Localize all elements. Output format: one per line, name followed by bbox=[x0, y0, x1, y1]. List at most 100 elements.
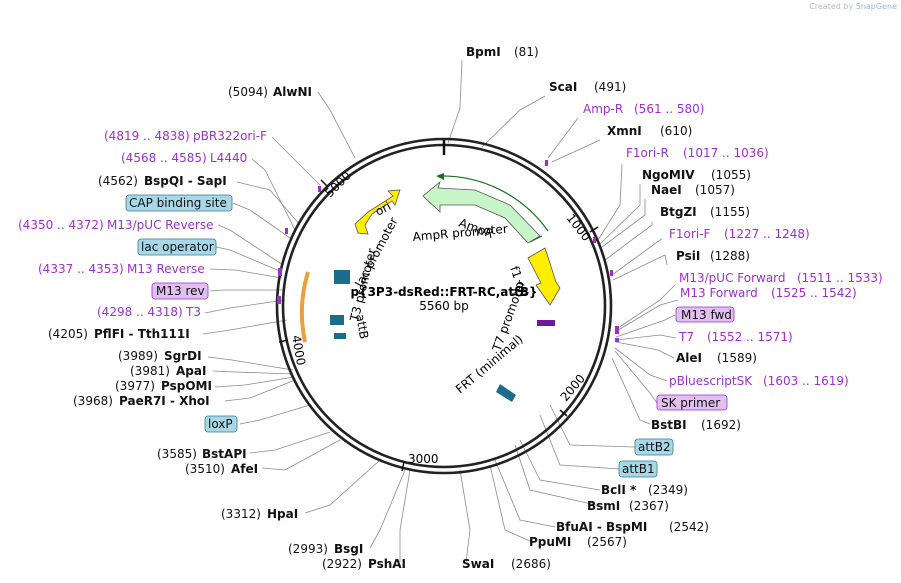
site-pos-bstapi: (3585) bbox=[157, 447, 197, 461]
site-pos-l4440: (4568 .. 4585) bbox=[121, 151, 207, 165]
site-pos-amp-r: (561 .. 580) bbox=[634, 102, 704, 116]
site-name-bpmi: BpmI bbox=[466, 45, 501, 59]
feature-ampr-promoter-line bbox=[529, 235, 543, 243]
site-pos-apai: (3981) bbox=[130, 364, 170, 378]
site-pos-bsgi: (2993) bbox=[288, 542, 328, 556]
plasmid-name: p{3P3-dsRed::FRT-RC,attB} bbox=[350, 285, 537, 299]
site-box-attb1 bbox=[618, 460, 658, 478]
site-pos-bstbi: (1692) bbox=[701, 418, 741, 432]
primer-marker-m13-reverse bbox=[278, 268, 282, 276]
feature-label-ampr-promoter: AmpR promoter bbox=[412, 222, 508, 244]
site-name-psii: PsiI bbox=[676, 249, 700, 263]
site-btgzi: BtgZI (1155) bbox=[660, 205, 750, 219]
site-name-afei: AfeI bbox=[231, 462, 258, 476]
primer-marker-pbr322ori bbox=[318, 186, 321, 192]
site-box-loxp bbox=[204, 415, 238, 433]
feature-t7-box bbox=[537, 320, 555, 326]
site-name-f1ori-f: F1ori-F bbox=[669, 227, 710, 241]
leader-lines bbox=[202, 59, 679, 563]
site-name-bstbi: BstBI bbox=[651, 418, 687, 432]
site-pos-pspomi: (3977) bbox=[115, 379, 155, 393]
site-name-naei: NaeI bbox=[651, 183, 682, 197]
site-ppumi: PpuMI (2567) bbox=[529, 535, 627, 549]
site-sgrdi: (3989) SgrDI bbox=[118, 349, 202, 363]
site-name-pbluescriptsk: pBluescriptSK bbox=[669, 374, 753, 388]
site-pos-t3: (4298 .. 4318) bbox=[97, 305, 183, 319]
site-name-alei: AleI bbox=[676, 351, 702, 365]
credit-prefix: Created by bbox=[809, 2, 854, 11]
site-swai: SwaI (2686) bbox=[462, 557, 551, 571]
site-name-f1ori-r: F1ori-R bbox=[626, 146, 669, 160]
site-pos-bpmi: (81) bbox=[514, 45, 539, 59]
feature-t3-box bbox=[334, 270, 350, 284]
site-l4440: (4568 .. 4585) L4440 bbox=[121, 151, 247, 165]
site-pos-bsmi: (2367) bbox=[629, 499, 669, 513]
site-pos-m13-reverse: (4337 .. 4353) bbox=[38, 262, 124, 276]
site-pbr322ori-f: (4819 .. 4838) pBR322ori-F bbox=[104, 129, 267, 143]
feature-f1ori-arrow bbox=[527, 247, 561, 306]
feature-ampr-outer-arrowhead bbox=[436, 173, 444, 180]
site-m13-rev: M13 rev bbox=[151, 282, 209, 300]
primer-marker-t3 bbox=[277, 296, 281, 304]
site-m13-puc-forward: M13/pUC Forward (1511 .. 1533) bbox=[679, 271, 883, 285]
site-name-hpai: HpaI bbox=[267, 507, 298, 521]
site-ngomiv: NgoMIV (1055) bbox=[642, 168, 751, 182]
site-name-bstapi: BstAPI bbox=[202, 447, 247, 461]
site-pos-naei: (1057) bbox=[695, 183, 735, 197]
tick-mark-3000 bbox=[401, 461, 405, 472]
site-m13-forward: M13 Forward (1525 .. 1542) bbox=[680, 286, 857, 300]
plasmid-size: 5560 bp bbox=[419, 299, 469, 313]
site-name-attb1: attB1 bbox=[622, 462, 655, 476]
site-pspomi: (3977) PspOMI bbox=[115, 379, 212, 393]
backbone-outer bbox=[275, 137, 613, 475]
site-paer7i-xhoi: (3968) PaeR7I - XhoI bbox=[73, 394, 210, 408]
site-name-sgrdi: SgrDI bbox=[164, 349, 202, 363]
site-name-pflfi-tth111i: PflFI - Tth111I bbox=[94, 327, 190, 341]
feature-frt-arrows bbox=[496, 384, 516, 402]
site-name-ngomiv: NgoMIV bbox=[642, 168, 695, 182]
site-naei: NaeI (1057) bbox=[651, 183, 735, 197]
site-pos-alwni: (5094) bbox=[228, 85, 268, 99]
site-pos-pbr322ori-f: (4819 .. 4838) bbox=[104, 129, 190, 143]
site-pos-bspqi-sapi: (4562) bbox=[98, 174, 138, 188]
site-pos-btgzi: (1155) bbox=[710, 205, 750, 219]
site-pos-ppumi: (2567) bbox=[587, 535, 627, 549]
site-name-lac-operator: lac operator bbox=[141, 240, 214, 254]
site-f1ori-r: F1ori-R (1017 .. 1036) bbox=[626, 146, 769, 160]
site-pos-psii: (1288) bbox=[710, 249, 750, 263]
site-t7: T7 (1552 .. 1571) bbox=[678, 330, 793, 344]
site-name-loxp: loxP bbox=[208, 417, 233, 431]
site-pos-f1ori-f: (1227 .. 1248) bbox=[724, 227, 810, 241]
site-name-pshai: PshAI bbox=[368, 557, 406, 571]
primer-marker-t7 bbox=[615, 338, 619, 342]
feature-label-frt-minimal: FRT (minimal) bbox=[453, 332, 526, 396]
feature-ampr-outer-arc bbox=[437, 175, 549, 232]
site-pos-m13-puc-reverse: (4350 .. 4372) bbox=[18, 218, 104, 232]
site-attb1: attB1 bbox=[618, 460, 658, 478]
site-name-sk-primer: SK primer bbox=[661, 396, 720, 410]
site-pos-hpai: (3312) bbox=[221, 507, 261, 521]
site-bsmi: BsmI (2367) bbox=[587, 499, 669, 513]
site-name-apai: ApaI bbox=[176, 364, 206, 378]
site-apai: (3981) ApaI bbox=[130, 364, 206, 378]
site-scai: ScaI (491) bbox=[549, 80, 626, 94]
site-pos-xmni: (610) bbox=[660, 124, 692, 138]
site-name-m13-rev: M13 rev bbox=[156, 284, 205, 298]
site-name-bfuai-bspmi: BfuAI - BspMI bbox=[556, 520, 647, 534]
site-pshai: (2922) PshAI bbox=[322, 557, 406, 571]
site-name-ppumi: PpuMI bbox=[529, 535, 571, 549]
site-amp-r: Amp-R (561 .. 580) bbox=[583, 102, 704, 116]
site-name-bspqi-sapi: BspQI - SapI bbox=[144, 174, 227, 188]
site-pos-swai: (2686) bbox=[511, 557, 551, 571]
feature-label-attb: attB bbox=[353, 313, 371, 340]
site-name-xmni: XmnI bbox=[607, 124, 642, 138]
site-name-cap-binding-site: CAP binding site bbox=[129, 196, 227, 210]
site-name-m13-reverse: M13 Reverse bbox=[127, 262, 205, 276]
site-pos-paer7i-xhoi: (3968) bbox=[73, 394, 113, 408]
tick-mark-4000 bbox=[278, 339, 289, 343]
site-name-pbr322ori-f: pBR322ori-F bbox=[193, 129, 267, 143]
site-t3: (4298 .. 4318) T3 bbox=[97, 305, 201, 319]
site-name-m13-puc-reverse: M13/pUC Reverse bbox=[107, 218, 214, 232]
site-name-bsmi: BsmI bbox=[587, 499, 620, 513]
